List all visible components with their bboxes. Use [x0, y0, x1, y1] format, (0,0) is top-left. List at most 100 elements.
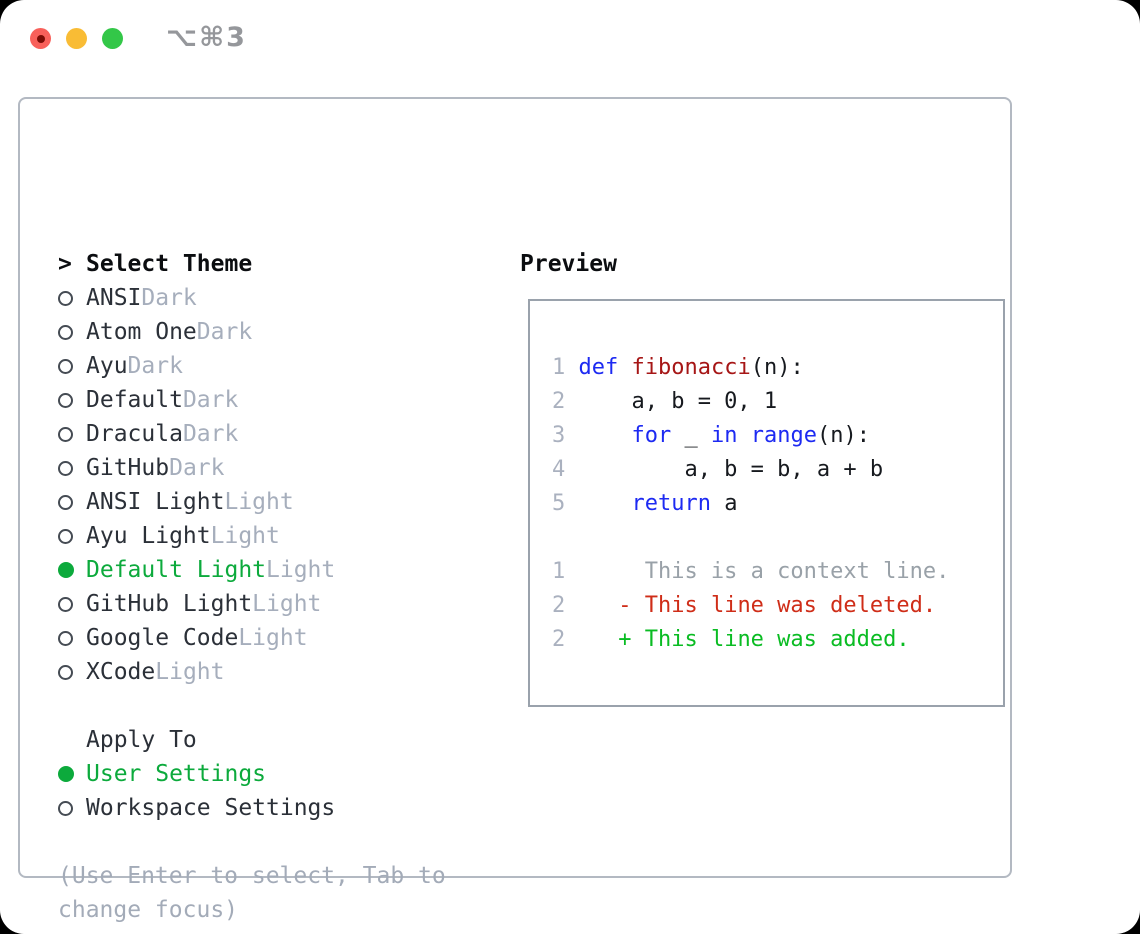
theme-option-atom-one-dark[interactable]: Atom One Dark [58, 315, 446, 349]
code-segment-plain [578, 593, 618, 618]
radio-unselected-icon [58, 358, 86, 374]
code-line: 2 a, b = 0, 1 [552, 385, 1003, 419]
diff-preview: 1 This is a context line.2 - This line w… [552, 555, 1003, 657]
theme-name: Ayu Light [86, 523, 211, 549]
theme-option-ansi-light-light[interactable]: ANSI Light Light [58, 485, 446, 519]
code-segment-plain: _ [671, 423, 711, 448]
theme-name: Dracula [86, 421, 183, 447]
spacer [58, 825, 446, 859]
code-segment-plain [578, 491, 631, 516]
theme-name: Google Code [86, 625, 239, 651]
theme-option-default-dark[interactable]: Default Dark [58, 383, 446, 417]
radio-unselected-icon [58, 426, 86, 442]
code-segment-plain: (n): [750, 355, 804, 380]
theme-option-dracula-dark[interactable]: Dracula Dark [58, 417, 446, 451]
code-segment-kw: def [578, 355, 619, 380]
code-segment-kw: return [631, 491, 711, 516]
theme-name: Default Light [86, 557, 267, 583]
theme-variant-badge: Dark [196, 319, 253, 345]
code-segment-plain: (n): [816, 423, 870, 448]
theme-variant-badge: Dark [169, 455, 225, 481]
apply-option-label: Workspace Settings [86, 795, 336, 821]
blank-line [552, 521, 1003, 555]
window-title: ⌥⌘3 [166, 22, 247, 53]
help-text-line-1: (Use Enter to select, Tab to [58, 863, 446, 889]
theme-option-google-code-light[interactable]: Google Code Light [58, 621, 446, 655]
theme-option-default-light-light[interactable]: Default Light Light [58, 553, 446, 587]
code-segment-plain [578, 423, 631, 448]
line-number: 2 [552, 627, 566, 652]
theme-option-github-dark[interactable]: GitHub Dark [58, 451, 446, 485]
line-number: 1 [552, 355, 566, 380]
code-segment-plain [737, 423, 750, 448]
line-number: 4 [552, 457, 566, 482]
spacer [58, 689, 446, 723]
theme-variant-badge: Light [238, 625, 308, 651]
code-segment-context: This is a context line. [578, 559, 950, 584]
code-line: 5 return a [552, 487, 1003, 521]
theme-name: Default [86, 387, 183, 413]
code-segment-plain: a [710, 491, 738, 516]
code-segment-deleted: - This line was deleted. [618, 593, 937, 618]
radio-unselected-icon [58, 528, 86, 544]
code-segment-added: + This line was added. [618, 627, 910, 652]
apply-option-label: User Settings [86, 761, 267, 787]
theme-variant-badge: Dark [182, 387, 239, 413]
code-segment-kw: for [631, 423, 672, 448]
line-number: 3 [552, 423, 566, 448]
apply-to-title: Apply To [86, 727, 197, 753]
line-number: 1 [552, 559, 566, 584]
radio-selected-icon [58, 562, 86, 578]
theme-name: ANSI Light [86, 489, 225, 515]
preview-title: Preview [520, 251, 617, 277]
radio-unselected-icon [58, 494, 86, 510]
diff-line: 2 - This line was deleted. [552, 589, 1003, 623]
zoom-button[interactable] [102, 28, 123, 49]
code-segment-plain [618, 355, 631, 380]
theme-variant-badge: Light [224, 489, 294, 515]
theme-variant-badge: Light [210, 523, 280, 549]
close-button[interactable] [30, 28, 51, 49]
radio-selected-icon [58, 766, 86, 782]
apply-option-user-settings[interactable]: User Settings [58, 757, 446, 791]
theme-option-ayu-dark[interactable]: Ayu Dark [58, 349, 446, 383]
select-theme-title: Select Theme [86, 251, 253, 277]
close-dot-icon [36, 34, 45, 43]
theme-name: GitHub Light [86, 591, 253, 617]
theme-variant-badge: Light [252, 591, 322, 617]
radio-unselected-icon [58, 392, 86, 408]
diff-line: 2 + This line was added. [552, 623, 1003, 657]
theme-variant-badge: Light [155, 659, 225, 685]
theme-option-ansi-dark[interactable]: ANSI Dark [58, 281, 446, 315]
theme-variant-badge: Dark [127, 353, 183, 379]
theme-name: ANSI [86, 285, 142, 311]
prompt-icon: > [58, 251, 72, 277]
radio-unselected-icon [58, 290, 86, 306]
code-segment-kw: in [710, 423, 738, 448]
theme-name: Atom One [86, 319, 197, 345]
theme-name: GitHub [86, 455, 170, 481]
apply-option-workspace-settings[interactable]: Workspace Settings [58, 791, 446, 825]
line-number: 2 [552, 593, 566, 618]
theme-variant-badge: Dark [141, 285, 197, 311]
radio-unselected-icon [58, 460, 86, 476]
theme-option-github-light-light[interactable]: GitHub Light Light [58, 587, 446, 621]
code-line: 4 a, b = b, a + b [552, 453, 1003, 487]
minimize-button[interactable] [66, 28, 87, 49]
select-theme-header: > Select Theme [58, 247, 446, 281]
line-number: 5 [552, 491, 566, 516]
diff-line: 1 This is a context line. [552, 555, 1003, 589]
theme-option-ayu-light-light[interactable]: Ayu Light Light [58, 519, 446, 553]
radio-unselected-icon [58, 630, 86, 646]
code-segment-plain: a, b = b, a + b [578, 457, 884, 482]
theme-option-xcode-light[interactable]: XCode Light [58, 655, 446, 689]
theme-variant-badge: Light [266, 557, 336, 583]
code-segment-kw: range [750, 423, 817, 448]
radio-unselected-icon [58, 800, 86, 816]
